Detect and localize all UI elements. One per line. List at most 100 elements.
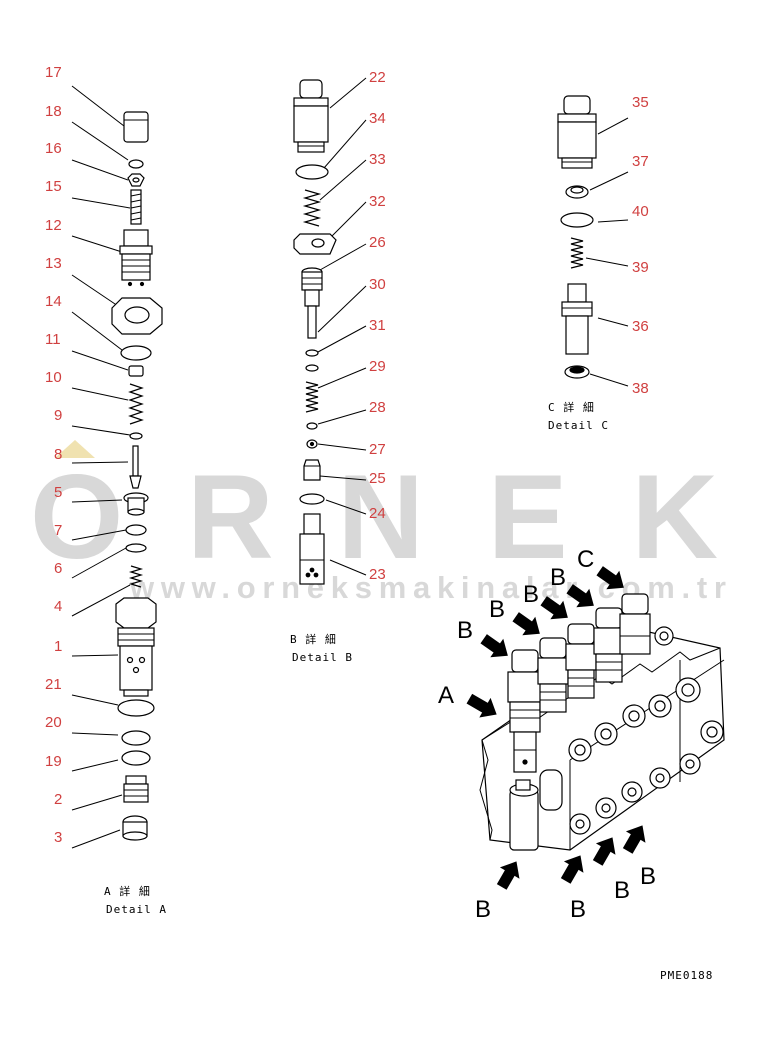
- label-32: 32: [369, 193, 386, 210]
- label-36: 36: [632, 318, 649, 335]
- label-28: 28: [369, 399, 386, 416]
- label-9: 9: [54, 407, 62, 424]
- view-letter-a: A: [438, 682, 454, 709]
- label-22: 22: [369, 69, 386, 86]
- arrow-b-top-4: [566, 584, 594, 608]
- label-34: 34: [369, 110, 386, 127]
- view-letter-b-1: B: [457, 617, 473, 644]
- label-39: 39: [632, 259, 649, 276]
- label-1: 1: [54, 638, 62, 655]
- spool-26: [301, 267, 323, 339]
- label-24: 24: [369, 505, 386, 522]
- detail-c: 35 37 40 39 36 38: [548, 94, 649, 432]
- label-15: 15: [45, 178, 62, 195]
- arrow-b-bottom-1: [496, 861, 520, 890]
- arrow-b-top-2: [512, 612, 540, 636]
- spring-10: [128, 383, 144, 425]
- view-letter-b-8: B: [475, 896, 491, 923]
- spring-29: [305, 381, 319, 413]
- detail-a-leader-lines: [71, 85, 131, 849]
- label-5: 5: [54, 484, 62, 501]
- arrow-c: [596, 566, 624, 590]
- poppet-25: [303, 459, 321, 481]
- label-18: 18: [45, 103, 62, 120]
- valve-body-1: [115, 597, 157, 697]
- arrow-b-bottom-2: [560, 855, 584, 884]
- ring-31: [305, 349, 319, 357]
- washer-31b: [305, 364, 319, 372]
- label-35: 35: [632, 94, 649, 111]
- label-29: 29: [369, 358, 386, 375]
- sleeve-23: [299, 513, 325, 585]
- label-7: 7: [54, 522, 62, 539]
- o-ring-18: [128, 159, 144, 169]
- label-38: 38: [632, 380, 649, 397]
- label-6: 6: [54, 560, 62, 577]
- spacer-11: [128, 365, 144, 377]
- label-10: 10: [45, 369, 62, 386]
- o-ring-40: [560, 212, 594, 228]
- o-ring-19: [121, 750, 151, 766]
- ring-24: [299, 493, 325, 505]
- label-30: 30: [369, 276, 386, 293]
- plug-22: [293, 79, 329, 153]
- view-letter-b-2: B: [489, 596, 505, 623]
- label-3: 3: [54, 829, 62, 846]
- screw-15: [130, 189, 142, 225]
- detail-c-leader-lines: [585, 117, 629, 387]
- spring-33: [302, 189, 322, 227]
- o-ring-28: [306, 422, 318, 430]
- detail-b-leader-lines: [317, 77, 367, 576]
- valve-stack-b3: [593, 607, 625, 683]
- detail-a-caption-jp: A 詳 細: [104, 884, 151, 898]
- label-14: 14: [45, 293, 62, 310]
- cap-17: [123, 111, 149, 143]
- label-4: 4: [54, 598, 62, 615]
- watermark-logo-mark: [55, 440, 95, 458]
- detail-b-caption-jp: B 詳 細: [290, 632, 337, 646]
- view-letter-b-6: B: [614, 877, 630, 904]
- label-17: 17: [45, 64, 62, 81]
- o-ring-14: [120, 345, 152, 361]
- detail-b: 22 34 33 32 26 30 31 29 28 27 25 24 23: [290, 69, 386, 664]
- view-letter-b-7: B: [570, 896, 586, 923]
- label-16: 16: [45, 140, 62, 157]
- seat-5: [123, 492, 149, 516]
- washer-9: [129, 432, 143, 440]
- detail-b-caption-en: Detail B: [292, 651, 353, 664]
- nut-16: [127, 173, 145, 187]
- label-27: 27: [369, 441, 386, 458]
- view-letter-c: C: [577, 546, 594, 573]
- drawing-code: PME0188: [660, 969, 713, 982]
- view-arrows: [466, 566, 646, 890]
- arrow-b-top-3: [540, 596, 568, 620]
- spring-39: [570, 237, 584, 269]
- label-21: 21: [45, 676, 62, 693]
- label-8: 8: [54, 446, 62, 463]
- arrow-a: [466, 693, 497, 718]
- label-40: 40: [632, 203, 649, 220]
- o-ring-7: [125, 524, 147, 536]
- valve-stack-c: [619, 593, 651, 655]
- valve-stack-b2: [565, 623, 597, 699]
- spring-2: [123, 775, 149, 803]
- retainer-32: [293, 233, 337, 255]
- label-25: 25: [369, 470, 386, 487]
- valve-body: [479, 626, 725, 851]
- arrow-b-bottom-3: [592, 837, 616, 866]
- o-ring-34: [295, 164, 329, 180]
- label-23: 23: [369, 566, 386, 583]
- plug-35: [557, 95, 597, 169]
- arrow-b-top-1: [480, 634, 508, 658]
- label-33: 33: [369, 151, 386, 168]
- o-ring-6: [125, 543, 147, 553]
- valve-36: [561, 283, 593, 355]
- valve-stack-a: [507, 649, 543, 773]
- valve-assembly-view: A B B B B C B B B B: [438, 546, 725, 923]
- label-12: 12: [45, 217, 62, 234]
- seat-27: [306, 439, 318, 449]
- washer-37: [565, 185, 589, 199]
- arrow-b-bottom-4: [622, 825, 646, 854]
